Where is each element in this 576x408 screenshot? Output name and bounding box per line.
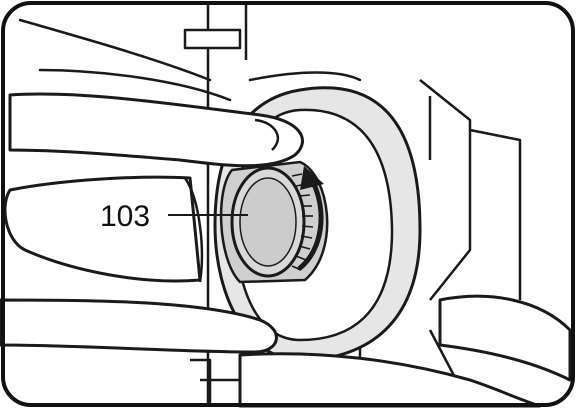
thumb [8, 92, 304, 168]
arrow-head-icon [300, 166, 324, 190]
lower-fingers [0, 294, 572, 408]
callout: 103 [100, 200, 248, 233]
rotation-arrow [297, 166, 324, 271]
focus-knob [219, 160, 329, 284]
index-finger [3, 175, 204, 283]
callout-label: 103 [100, 200, 150, 233]
wrist-lines [18, 18, 362, 102]
knob-face-inner [239, 177, 297, 267]
